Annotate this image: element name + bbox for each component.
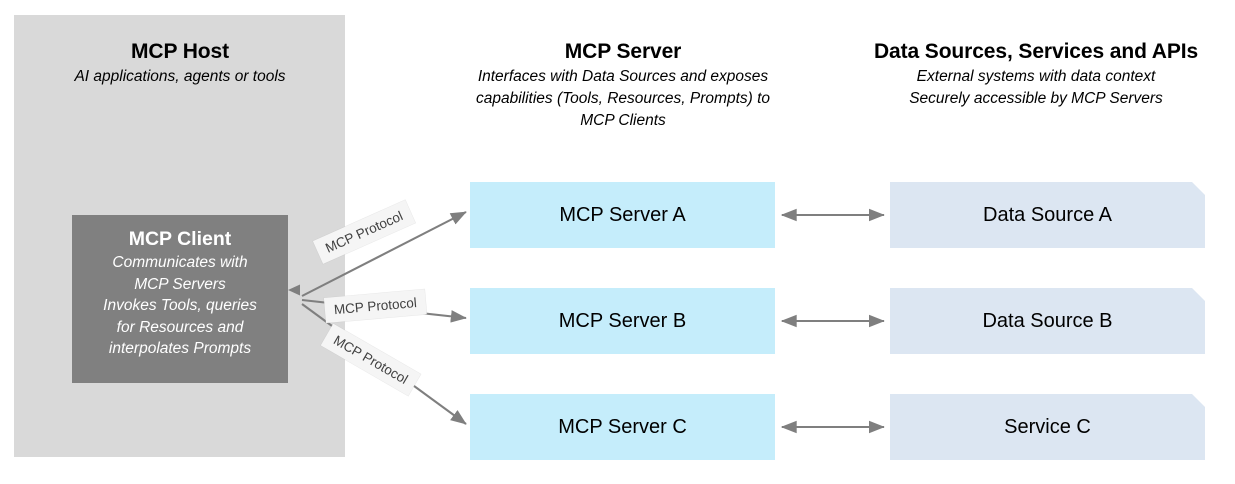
mcp-server-a-box[interactable]: MCP Server A — [470, 182, 775, 248]
mcp-client-sub-line-1: Communicates with — [112, 254, 248, 271]
data-sources-subtitle-line-2: Securely accessible by MCP Servers — [909, 90, 1163, 107]
data-source-b-box[interactable]: Data Source B — [890, 288, 1205, 354]
mcp-client-sub-line-3: Invokes Tools, queries — [103, 297, 257, 314]
service-c-label: Service C — [1004, 415, 1091, 438]
data-sources-header: Data Sources, Services and APIs External… — [856, 38, 1216, 110]
mcp-server-c-label: MCP Server C — [558, 415, 687, 438]
data-sources-subtitle: External systems with data context Secur… — [856, 66, 1216, 110]
mcp-client-title: MCP Client — [128, 228, 232, 250]
service-c-box[interactable]: Service C — [890, 394, 1205, 460]
data-source-a-label: Data Source A — [983, 203, 1112, 226]
mcp-client-subtitle: Communicates with MCP Servers Invokes To… — [80, 252, 280, 360]
mcp-host-header: MCP Host AI applications, agents or tool… — [14, 38, 346, 88]
data-sources-subtitle-line-1: External systems with data context — [916, 68, 1156, 85]
data-source-a-box[interactable]: Data Source A — [890, 182, 1205, 248]
mcp-server-c-box[interactable]: MCP Server C — [470, 394, 775, 460]
mcp-client-sub-line-5: interpolates Prompts — [108, 340, 252, 357]
mcp-server-subtitle: Interfaces with Data Sources and exposes… — [475, 68, 771, 129]
mcp-host-title: MCP Host — [131, 40, 229, 63]
mcp-client-sub-line-4: for Resources and — [116, 318, 244, 336]
mcp-client-sub-line-2: MCP Servers — [134, 275, 226, 293]
mcp-server-b-box[interactable]: MCP Server B — [470, 288, 775, 354]
data-source-b-label: Data Source B — [982, 309, 1113, 332]
mcp-client-box[interactable]: MCP Client Communicates with MCP Servers… — [72, 215, 288, 383]
mcp-server-b-label: MCP Server B — [558, 309, 687, 332]
mcp-host-subtitle: AI applications, agents or tools — [74, 68, 286, 85]
mcp-server-title: MCP Server — [564, 40, 682, 63]
mcp-server-a-label: MCP Server A — [559, 203, 686, 226]
data-sources-title: Data Sources, Services and APIs — [873, 40, 1199, 63]
mcp-server-header: MCP Server Interfaces with Data Sources … — [460, 38, 786, 132]
